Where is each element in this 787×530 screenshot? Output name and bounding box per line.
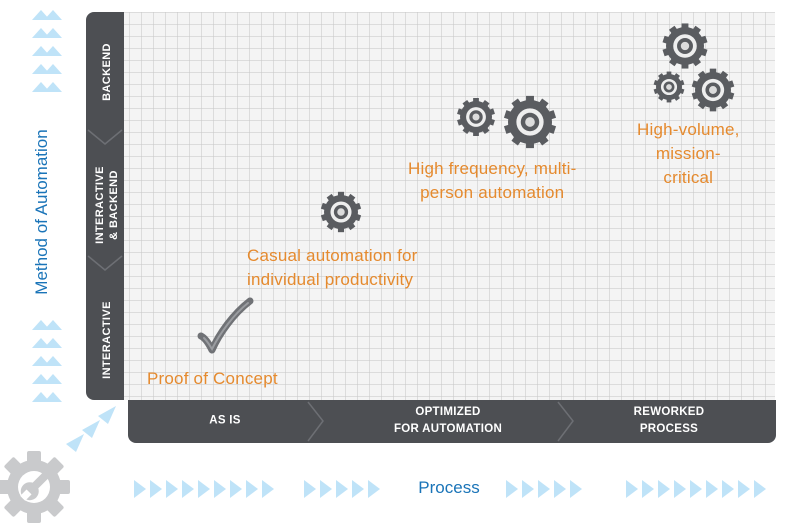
x-level-as-is: AS IS xyxy=(209,414,241,427)
gear-icon xyxy=(691,68,735,112)
y-band-dividers xyxy=(87,129,123,271)
gear-icon xyxy=(320,191,362,233)
wrench-gear-icon xyxy=(0,451,70,523)
diagonal-arrows xyxy=(66,406,116,452)
stage-casual-automation: Casual automation for individual product… xyxy=(247,246,418,289)
x-arrows xyxy=(134,480,766,498)
y-arrows-bottom xyxy=(32,320,62,402)
stage-high-frequency: High frequency, multi- person automation xyxy=(408,159,577,202)
stage-high-volume: High-volume, mission- critical xyxy=(637,120,740,187)
x-axis-band xyxy=(128,400,776,443)
gear-icon xyxy=(662,23,708,69)
x-band-dividers xyxy=(307,401,574,442)
y-axis-band xyxy=(86,12,124,400)
x-axis-title: Process xyxy=(418,478,480,497)
gear-icon xyxy=(503,95,557,149)
y-arrows-top xyxy=(32,10,62,92)
stage-proof-of-concept: Proof of Concept xyxy=(147,369,278,388)
x-level-reworked: REWORKED PROCESS xyxy=(633,406,705,435)
x-level-optimized: OPTIMIZED FOR AUTOMATION xyxy=(393,406,503,435)
gear-icon xyxy=(653,71,685,103)
gear-icon xyxy=(457,98,495,136)
checkmark-icon xyxy=(197,297,254,354)
